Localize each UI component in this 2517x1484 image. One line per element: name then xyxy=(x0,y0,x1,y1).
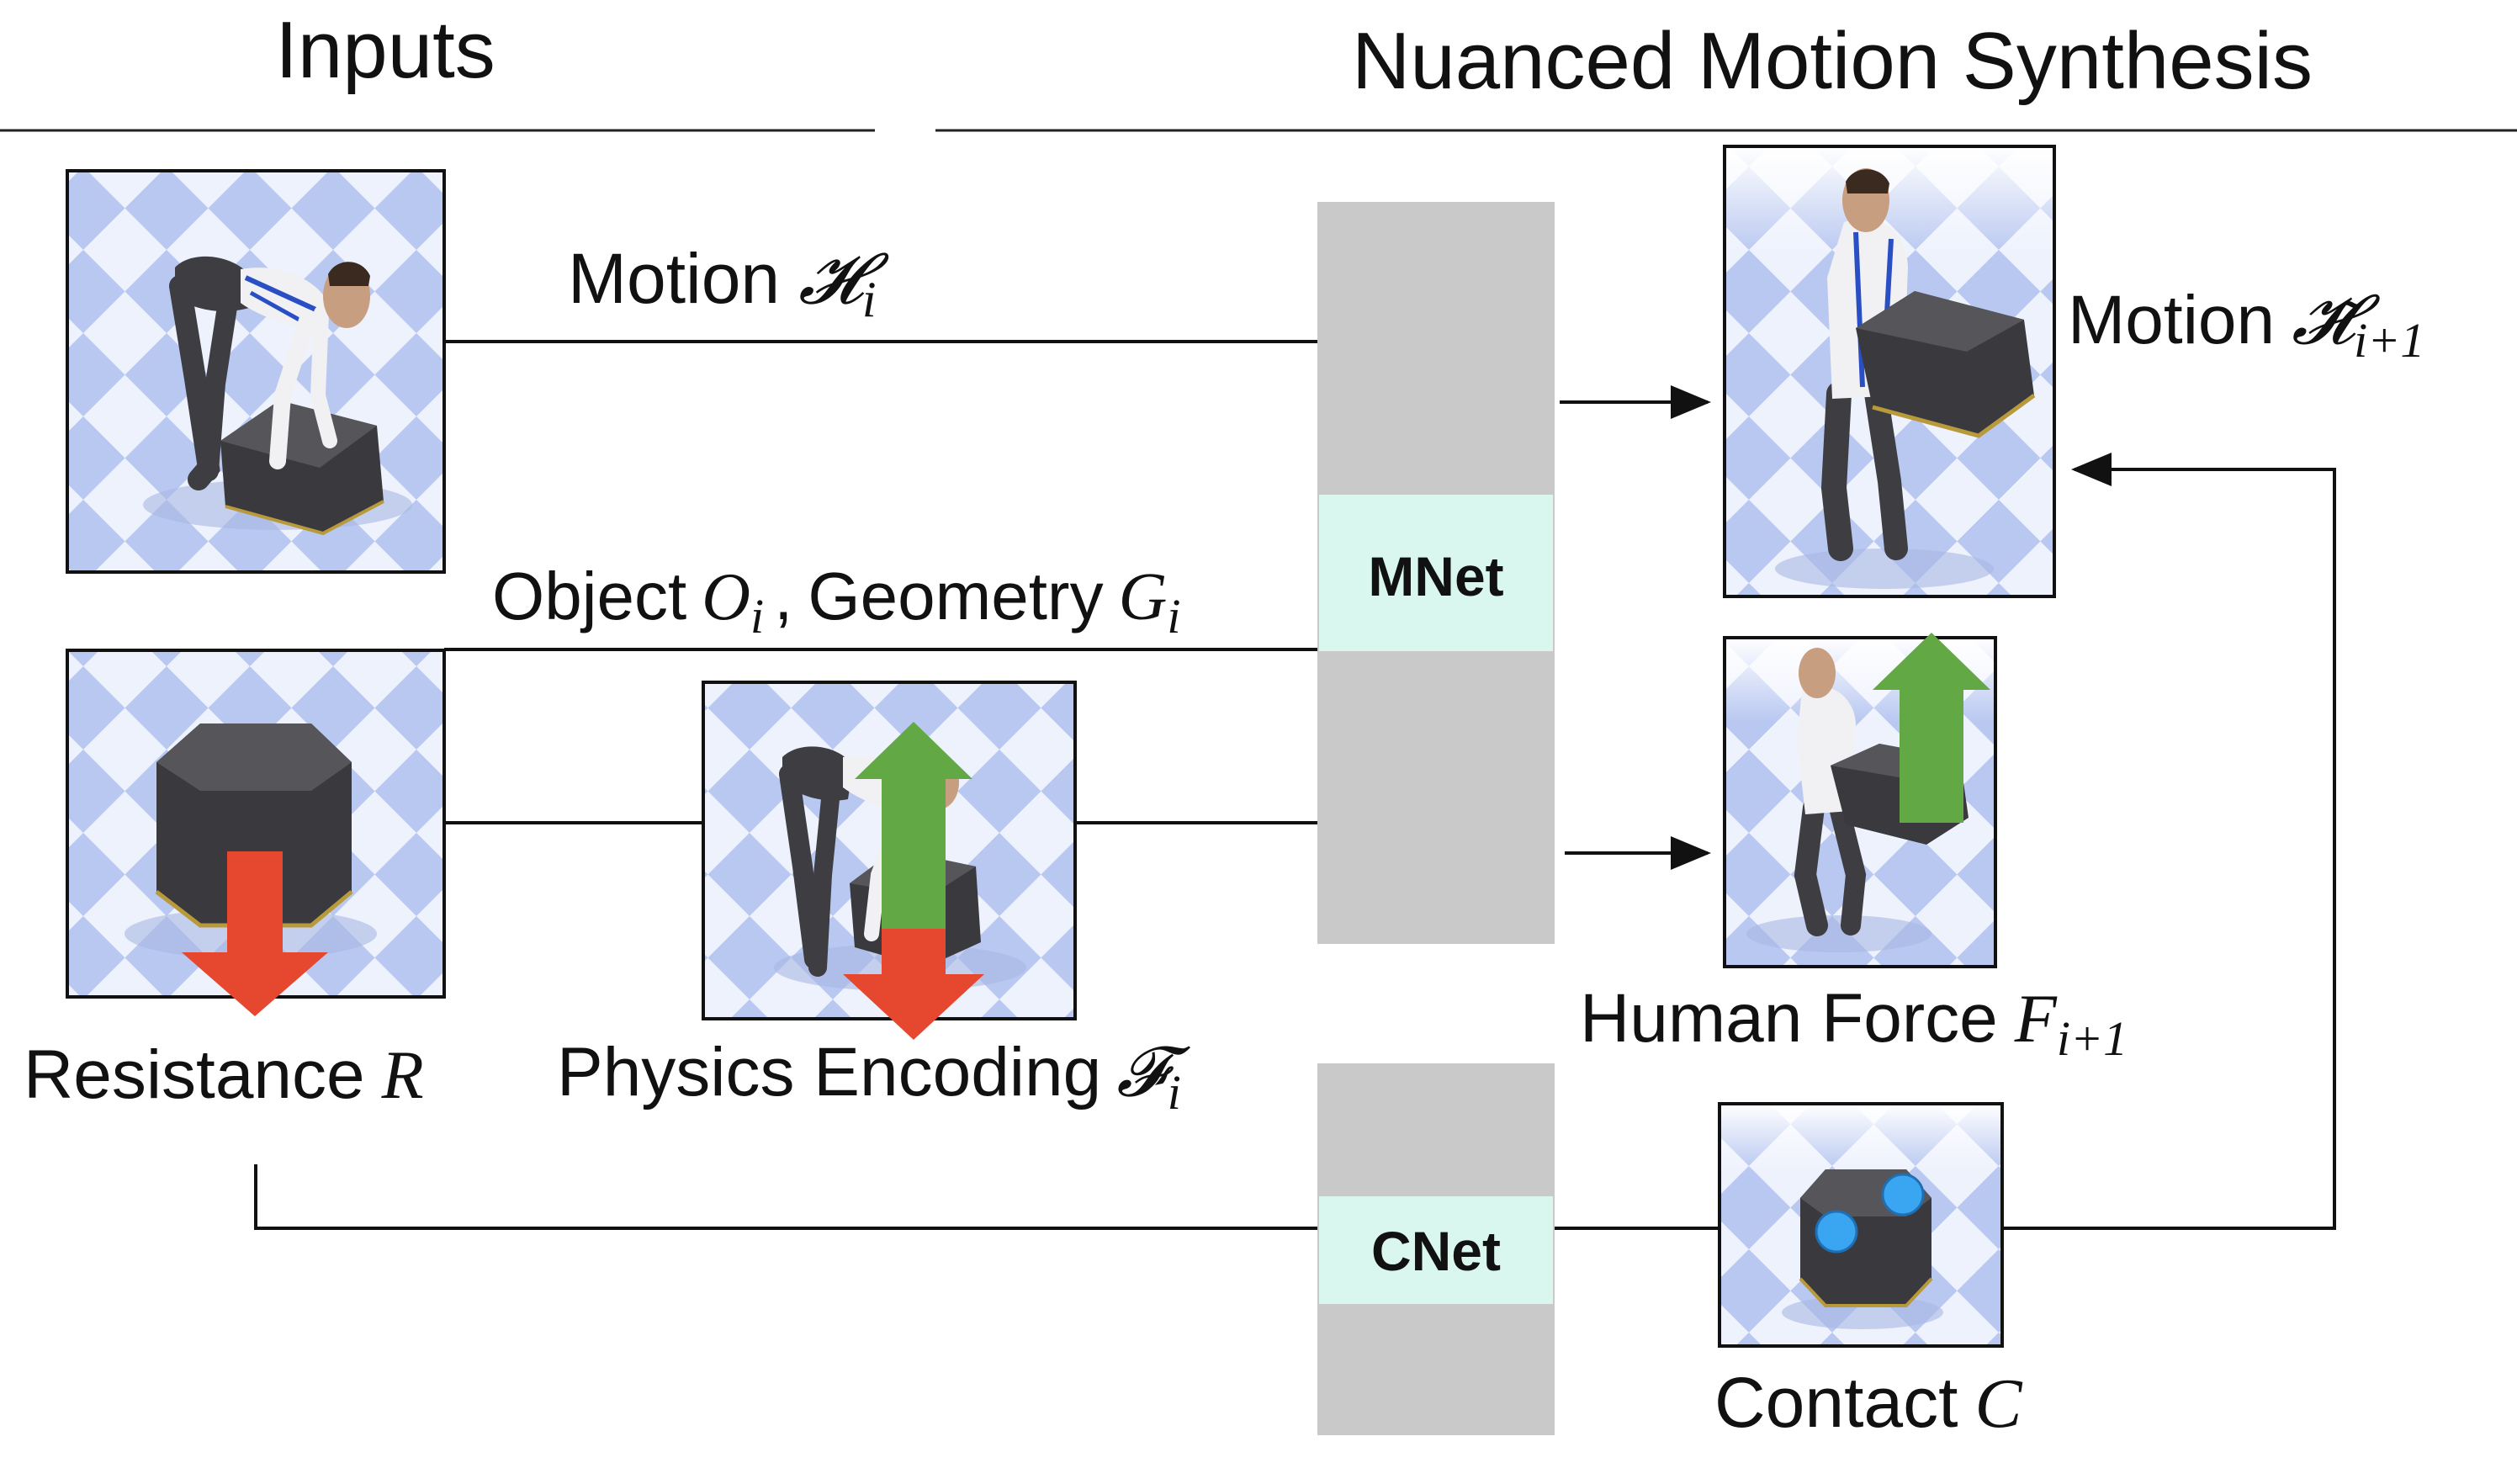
contact-image xyxy=(1718,1102,2004,1348)
mnet-box xyxy=(1319,495,1553,651)
human-force-up-arrow xyxy=(1873,633,1990,823)
physics-force-up-arrow xyxy=(855,722,972,929)
resistance-down-arrow xyxy=(182,851,328,1016)
contact-point-left xyxy=(1815,1210,1858,1253)
cnet-label: CNet xyxy=(1371,1220,1501,1282)
header-synthesis: Nuanced Motion Synthesis xyxy=(1352,16,2313,106)
resistance-image xyxy=(66,649,446,999)
contact-feedback-arrow xyxy=(2002,453,2336,1230)
physics-resistance-down-arrow xyxy=(843,929,984,1040)
output-motion-image xyxy=(1723,145,2056,598)
mnet-label: MNet xyxy=(1368,545,1503,607)
header-inputs: Inputs xyxy=(275,5,495,95)
resistance-to-cnet-line xyxy=(254,1164,1317,1230)
cnet-box xyxy=(1319,1196,1553,1304)
contact-point-right xyxy=(1881,1173,1925,1216)
input-motion-image xyxy=(66,169,446,574)
